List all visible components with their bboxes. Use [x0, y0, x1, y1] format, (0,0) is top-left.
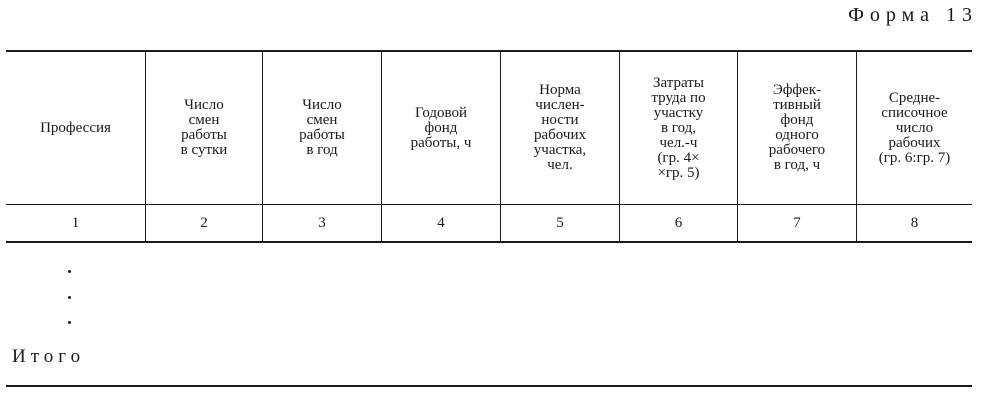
column-header-text: Число смен работы в год — [299, 97, 345, 158]
numbers-bottom-rule — [6, 241, 972, 243]
column-header-text: Профессия — [40, 119, 111, 136]
column-divider — [737, 52, 738, 242]
continuation-dot — [68, 296, 71, 299]
table-bottom-rule — [6, 385, 972, 387]
column-number: 8 — [910, 214, 919, 231]
continuation-dot — [68, 321, 71, 324]
column-number: 1 — [71, 214, 80, 231]
column-header-text: Годовой фонд работы, ч — [410, 104, 472, 151]
column-header-text: Норма числен- ности рабочих участка, чел… — [533, 82, 587, 173]
column-number: 2 — [200, 214, 208, 231]
column-divider — [381, 52, 382, 242]
header-bottom-rule — [6, 204, 972, 205]
column-header: Средне- списочное число рабочих (гр. 6:г… — [857, 52, 972, 204]
column-number: 4 — [437, 214, 445, 231]
column-divider — [619, 52, 620, 242]
column-number: 5 — [556, 214, 564, 231]
column-number: 7 — [793, 214, 801, 231]
column-header: Норма числен- ности рабочих участка, чел… — [501, 52, 619, 204]
column-divider — [856, 52, 857, 242]
column-header-text: Число смен работы в сутки — [180, 97, 228, 158]
column-header-text: Эффек- тивный фонд одного рабочего в год… — [768, 82, 826, 173]
column-header: Профессия — [6, 52, 145, 204]
column-header: Затраты труда по участку в год, чел.-ч (… — [620, 52, 737, 204]
column-number: 6 — [674, 214, 683, 231]
column-header: Число смен работы в сутки — [146, 52, 262, 204]
column-divider — [145, 52, 146, 242]
column-number: 3 — [318, 214, 326, 231]
column-header-text: Затраты труда по участку в год, чел.-ч (… — [651, 74, 706, 181]
column-divider — [500, 52, 501, 242]
column-header: Число смен работы в год — [263, 52, 381, 204]
column-divider — [262, 52, 263, 242]
column-header-text: Средне- списочное число рабочих (гр. 6:г… — [878, 89, 951, 166]
table-top-rule — [6, 50, 972, 52]
total-row-label: Итого — [12, 346, 86, 367]
form-label: Форма 13 — [848, 4, 978, 26]
column-header: Годовой фонд работы, ч — [382, 52, 500, 204]
continuation-dot — [68, 270, 71, 273]
column-header: Эффек- тивный фонд одного рабочего в год… — [738, 52, 856, 204]
